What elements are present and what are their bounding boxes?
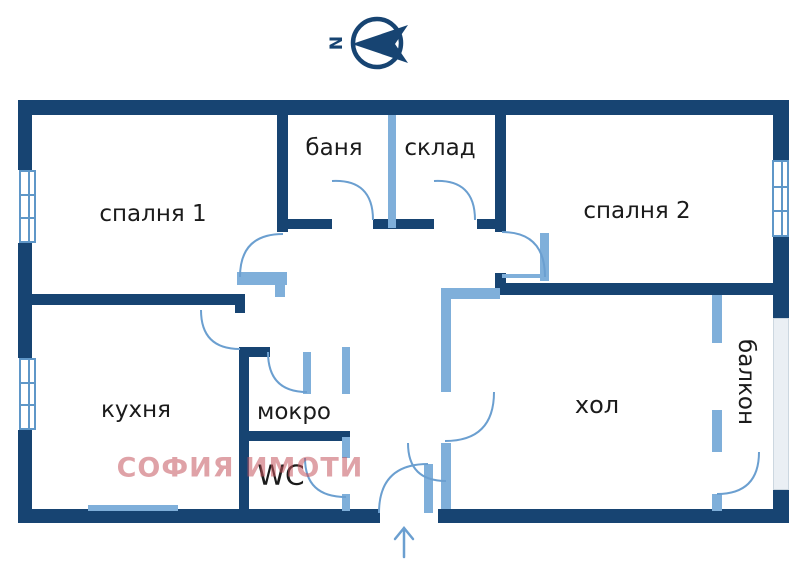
watermark-text: СОФИЯ ИМОТИ (116, 452, 364, 484)
wall-bath-storage-divider (388, 115, 396, 228)
wall-left (18, 430, 32, 523)
wall-top (18, 100, 789, 115)
wall-kitchen-door-stub (235, 294, 245, 313)
balcony-railing (773, 318, 789, 490)
window-kitchen (19, 358, 36, 430)
wall-balcony-partition (712, 295, 722, 343)
wall-living-left (441, 288, 451, 392)
door-arc-kitchen (200, 309, 241, 350)
room-label-balcony: балкон (733, 339, 759, 425)
wall-bath-bottom (285, 219, 332, 229)
wall-balcony-partition (712, 494, 722, 511)
wall-wc-right (342, 494, 350, 511)
wall-bedroom1-bottom (32, 294, 245, 305)
window-bedroom2 (772, 160, 789, 237)
door-arc-living (444, 391, 495, 442)
door-edge-bedroom2 (502, 274, 542, 278)
room-label-living: хол (574, 391, 620, 419)
room-label-utility: мокро (257, 399, 331, 425)
door-leaf-bedroom1 (237, 272, 287, 285)
wall-bedroom2-left (495, 115, 506, 232)
door-arc-bedroom1 (239, 233, 284, 278)
door-leaf-utility (303, 352, 311, 394)
compass-north-letter: N (327, 35, 347, 51)
door-arc-bedroom2 (501, 231, 546, 278)
wall-living-top (443, 288, 500, 299)
door-arc-entry (378, 463, 429, 514)
compass-arrow (352, 25, 408, 63)
wall-bath-storage-bottom (373, 219, 434, 229)
wall-storage-bottom (477, 219, 497, 229)
compass-circle (350, 16, 404, 70)
wall-utility-left (239, 347, 249, 509)
window-bedroom1 (19, 170, 36, 243)
room-label-bath: баня (305, 135, 363, 161)
door-leaf-entry (424, 464, 433, 513)
room-label-kitchen: кухня (101, 397, 171, 423)
door-leaf-bedroom1-step (275, 285, 285, 297)
wall-bedroom2-bottom (495, 283, 773, 295)
room-label-bedroom2: спалня 2 (583, 198, 691, 224)
wall-living-left (441, 443, 451, 509)
door-arc-storage (433, 179, 476, 221)
room-label-bedroom1: спалня 1 (99, 201, 207, 227)
room-label-storage: склад (404, 135, 476, 161)
wall-bedroom1-right (277, 115, 288, 232)
wall-utility-right (342, 347, 350, 394)
wall-bottom (438, 509, 789, 523)
wall-balcony-partition (712, 410, 722, 452)
room-label-wc: WC (257, 458, 305, 492)
kitchen-sill (88, 505, 178, 511)
door-arc-utility (267, 351, 308, 393)
door-arc-balcony (716, 451, 760, 495)
wall-right (773, 490, 789, 523)
wall-left (18, 243, 32, 358)
wall-utility-wc-divider (239, 431, 350, 441)
wall-left (18, 100, 32, 170)
entry-arrow-up-icon (393, 526, 415, 559)
wall-bottom (18, 509, 380, 523)
door-arc-bath (331, 179, 374, 221)
wall-utility-top (239, 347, 270, 357)
wall-wc-right (342, 437, 350, 458)
